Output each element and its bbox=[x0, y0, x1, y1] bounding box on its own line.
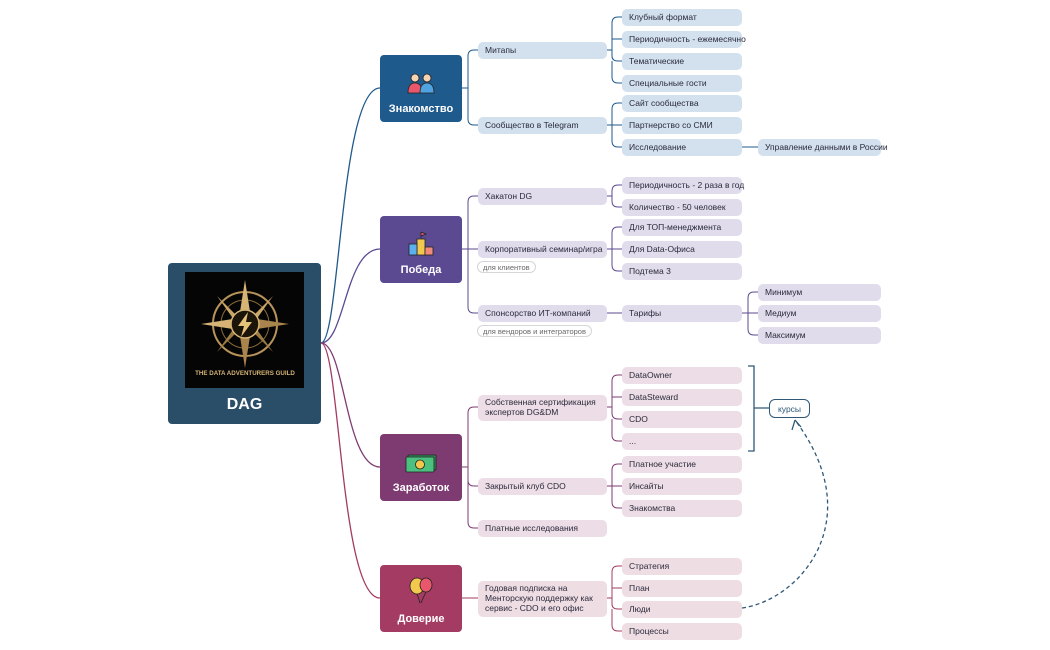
node-label: Партнерство со СМИ bbox=[629, 119, 713, 130]
node-label: Минимум bbox=[765, 286, 803, 297]
cert-item[interactable]: DataSteward bbox=[622, 389, 742, 406]
topic-doverie[interactable]: Доверие bbox=[380, 565, 462, 632]
node-label: Спонсорство ИТ-компаний bbox=[485, 307, 591, 318]
node-label: Инсайты bbox=[629, 480, 664, 491]
node-label: Количество - 50 человек bbox=[629, 201, 726, 212]
node-label: Тарифы bbox=[629, 307, 662, 318]
hackathon-item[interactable]: Количество - 50 человек bbox=[622, 199, 742, 216]
seminar-item[interactable]: Подтема 3 bbox=[622, 263, 742, 280]
node-label: Исследование bbox=[629, 141, 687, 152]
tariff-item[interactable]: Максимум bbox=[758, 327, 881, 344]
telegram-node[interactable]: Сообщество в Telegram bbox=[478, 117, 607, 134]
node-label: Подтема 3 bbox=[629, 265, 671, 276]
hackathon-item[interactable]: Периодичность - 2 раза в год bbox=[622, 177, 745, 194]
node-label: Тематические bbox=[629, 55, 685, 66]
people-icon bbox=[406, 72, 436, 97]
node-label: Платное участие bbox=[629, 458, 697, 469]
subscription-node[interactable]: Годовая подписка на Менторскую поддержку… bbox=[478, 581, 607, 617]
hackathon-node[interactable]: Хакатон DG bbox=[478, 188, 607, 205]
tariff-item[interactable]: Минимум bbox=[758, 284, 881, 301]
seminar-note: для клиентов bbox=[477, 261, 536, 273]
paid-research-node[interactable]: Платные исследования bbox=[478, 520, 607, 537]
telegram-item[interactable]: Сайт сообщества bbox=[622, 95, 742, 112]
node-label: Для ТОП-менеджмента bbox=[629, 221, 722, 232]
topic-title: Заработок bbox=[392, 482, 450, 494]
club-item[interactable]: Знакомства bbox=[622, 500, 742, 517]
note-label: для клиентов bbox=[483, 262, 530, 272]
meetups-item[interactable]: Клубный формат bbox=[622, 9, 742, 26]
sponsor-node[interactable]: Спонсорство ИТ-компаний bbox=[478, 305, 607, 322]
balloons-icon bbox=[407, 576, 435, 607]
cert-item[interactable]: DataOwner bbox=[622, 367, 742, 384]
certification-node[interactable]: Собственная сертификация экспертов DG&DM bbox=[478, 395, 607, 421]
cert-item[interactable]: ... bbox=[622, 433, 742, 450]
tariff-item[interactable]: Медиум bbox=[758, 305, 881, 322]
node-label: Стратегия bbox=[629, 560, 670, 571]
seminar-node[interactable]: Корпоративный семинар/игра bbox=[478, 241, 607, 258]
subscription-item[interactable]: Люди bbox=[622, 601, 742, 618]
node-label: Специальные гости bbox=[629, 77, 707, 88]
club-node[interactable]: Закрытый клуб CDO bbox=[478, 478, 607, 495]
podium-icon bbox=[407, 231, 435, 258]
sponsor-note: для вендоров и интеграторов bbox=[477, 325, 592, 337]
node-label: ... bbox=[629, 435, 637, 446]
root-node[interactable]: THE DATA ADVENTURERS GUILD DAG bbox=[168, 263, 321, 424]
subscription-item[interactable]: Стратегия bbox=[622, 558, 742, 575]
subscription-item[interactable]: Процессы bbox=[622, 623, 742, 640]
node-label: Сайт сообщества bbox=[629, 97, 699, 108]
node-label: Платные исследования bbox=[485, 522, 579, 533]
telegram-item[interactable]: Партнерство со СМИ bbox=[622, 117, 742, 134]
tariffs-node[interactable]: Тарифы bbox=[622, 305, 742, 322]
meetups-item[interactable]: Специальные гости bbox=[622, 75, 742, 92]
node-label: Медиум bbox=[765, 307, 797, 318]
note-label: для вендоров и интеграторов bbox=[483, 326, 586, 336]
money-icon bbox=[405, 453, 437, 476]
node-label: Хакатон DG bbox=[485, 190, 533, 201]
node-label: Годовая подписка на Менторскую поддержку… bbox=[485, 583, 593, 613]
root-title: DAG bbox=[226, 396, 263, 413]
node-label: Процессы bbox=[629, 625, 669, 636]
seminar-item[interactable]: Для Data-Офиса bbox=[622, 241, 742, 258]
meetups-item[interactable]: Периодичность - ежемесячно bbox=[622, 31, 746, 48]
club-item[interactable]: Инсайты bbox=[622, 478, 742, 495]
node-label: Максимум bbox=[765, 329, 806, 340]
node-label: Закрытый клуб CDO bbox=[485, 480, 566, 491]
seminar-item[interactable]: Для ТОП-менеджмента bbox=[622, 219, 742, 236]
node-label: Для Data-Офиса bbox=[629, 243, 695, 254]
guild-logo: THE DATA ADVENTURERS GUILD bbox=[185, 272, 304, 388]
node-label: Управление данными в России bbox=[765, 141, 888, 152]
node-label: Собственная сертификация экспертов DG&DM bbox=[485, 397, 596, 417]
cert-item[interactable]: CDO bbox=[622, 411, 742, 428]
topic-title: Победа bbox=[400, 264, 442, 276]
node-label: Периодичность - 2 раза в год bbox=[629, 179, 745, 190]
node-label: курсы bbox=[777, 403, 802, 414]
topic-znakomstvo[interactable]: Знакомство bbox=[380, 55, 462, 122]
node-label: CDO bbox=[629, 413, 648, 424]
topic-title: Знакомство bbox=[388, 103, 454, 115]
node-label: DataOwner bbox=[629, 369, 672, 380]
meetups-node[interactable]: Митапы bbox=[478, 42, 607, 59]
node-label: Митапы bbox=[485, 44, 517, 55]
telegram-item[interactable]: Исследование bbox=[622, 139, 742, 156]
node-label: Корпоративный семинар/игра bbox=[485, 243, 603, 254]
node-label: Сообщество в Telegram bbox=[485, 119, 579, 130]
node-label: DataSteward bbox=[629, 391, 679, 402]
club-item[interactable]: Платное участие bbox=[622, 456, 742, 473]
topic-title: Доверие bbox=[397, 613, 445, 625]
node-label: Периодичность - ежемесячно bbox=[629, 33, 746, 44]
meetups-item[interactable]: Тематические bbox=[622, 53, 742, 70]
research-subitem[interactable]: Управление данными в России bbox=[758, 139, 888, 156]
node-label: Клубный формат bbox=[629, 11, 697, 22]
subscription-item[interactable]: План bbox=[622, 580, 742, 597]
node-label: Знакомства bbox=[629, 502, 676, 513]
topic-zarabotok[interactable]: Заработок bbox=[380, 434, 462, 501]
node-label: Люди bbox=[629, 603, 651, 614]
logo-caption: THE DATA ADVENTURERS GUILD bbox=[195, 370, 295, 377]
courses-summary[interactable]: курсы bbox=[769, 399, 810, 418]
topic-pobeda[interactable]: Победа bbox=[380, 216, 462, 283]
node-label: План bbox=[629, 582, 650, 593]
